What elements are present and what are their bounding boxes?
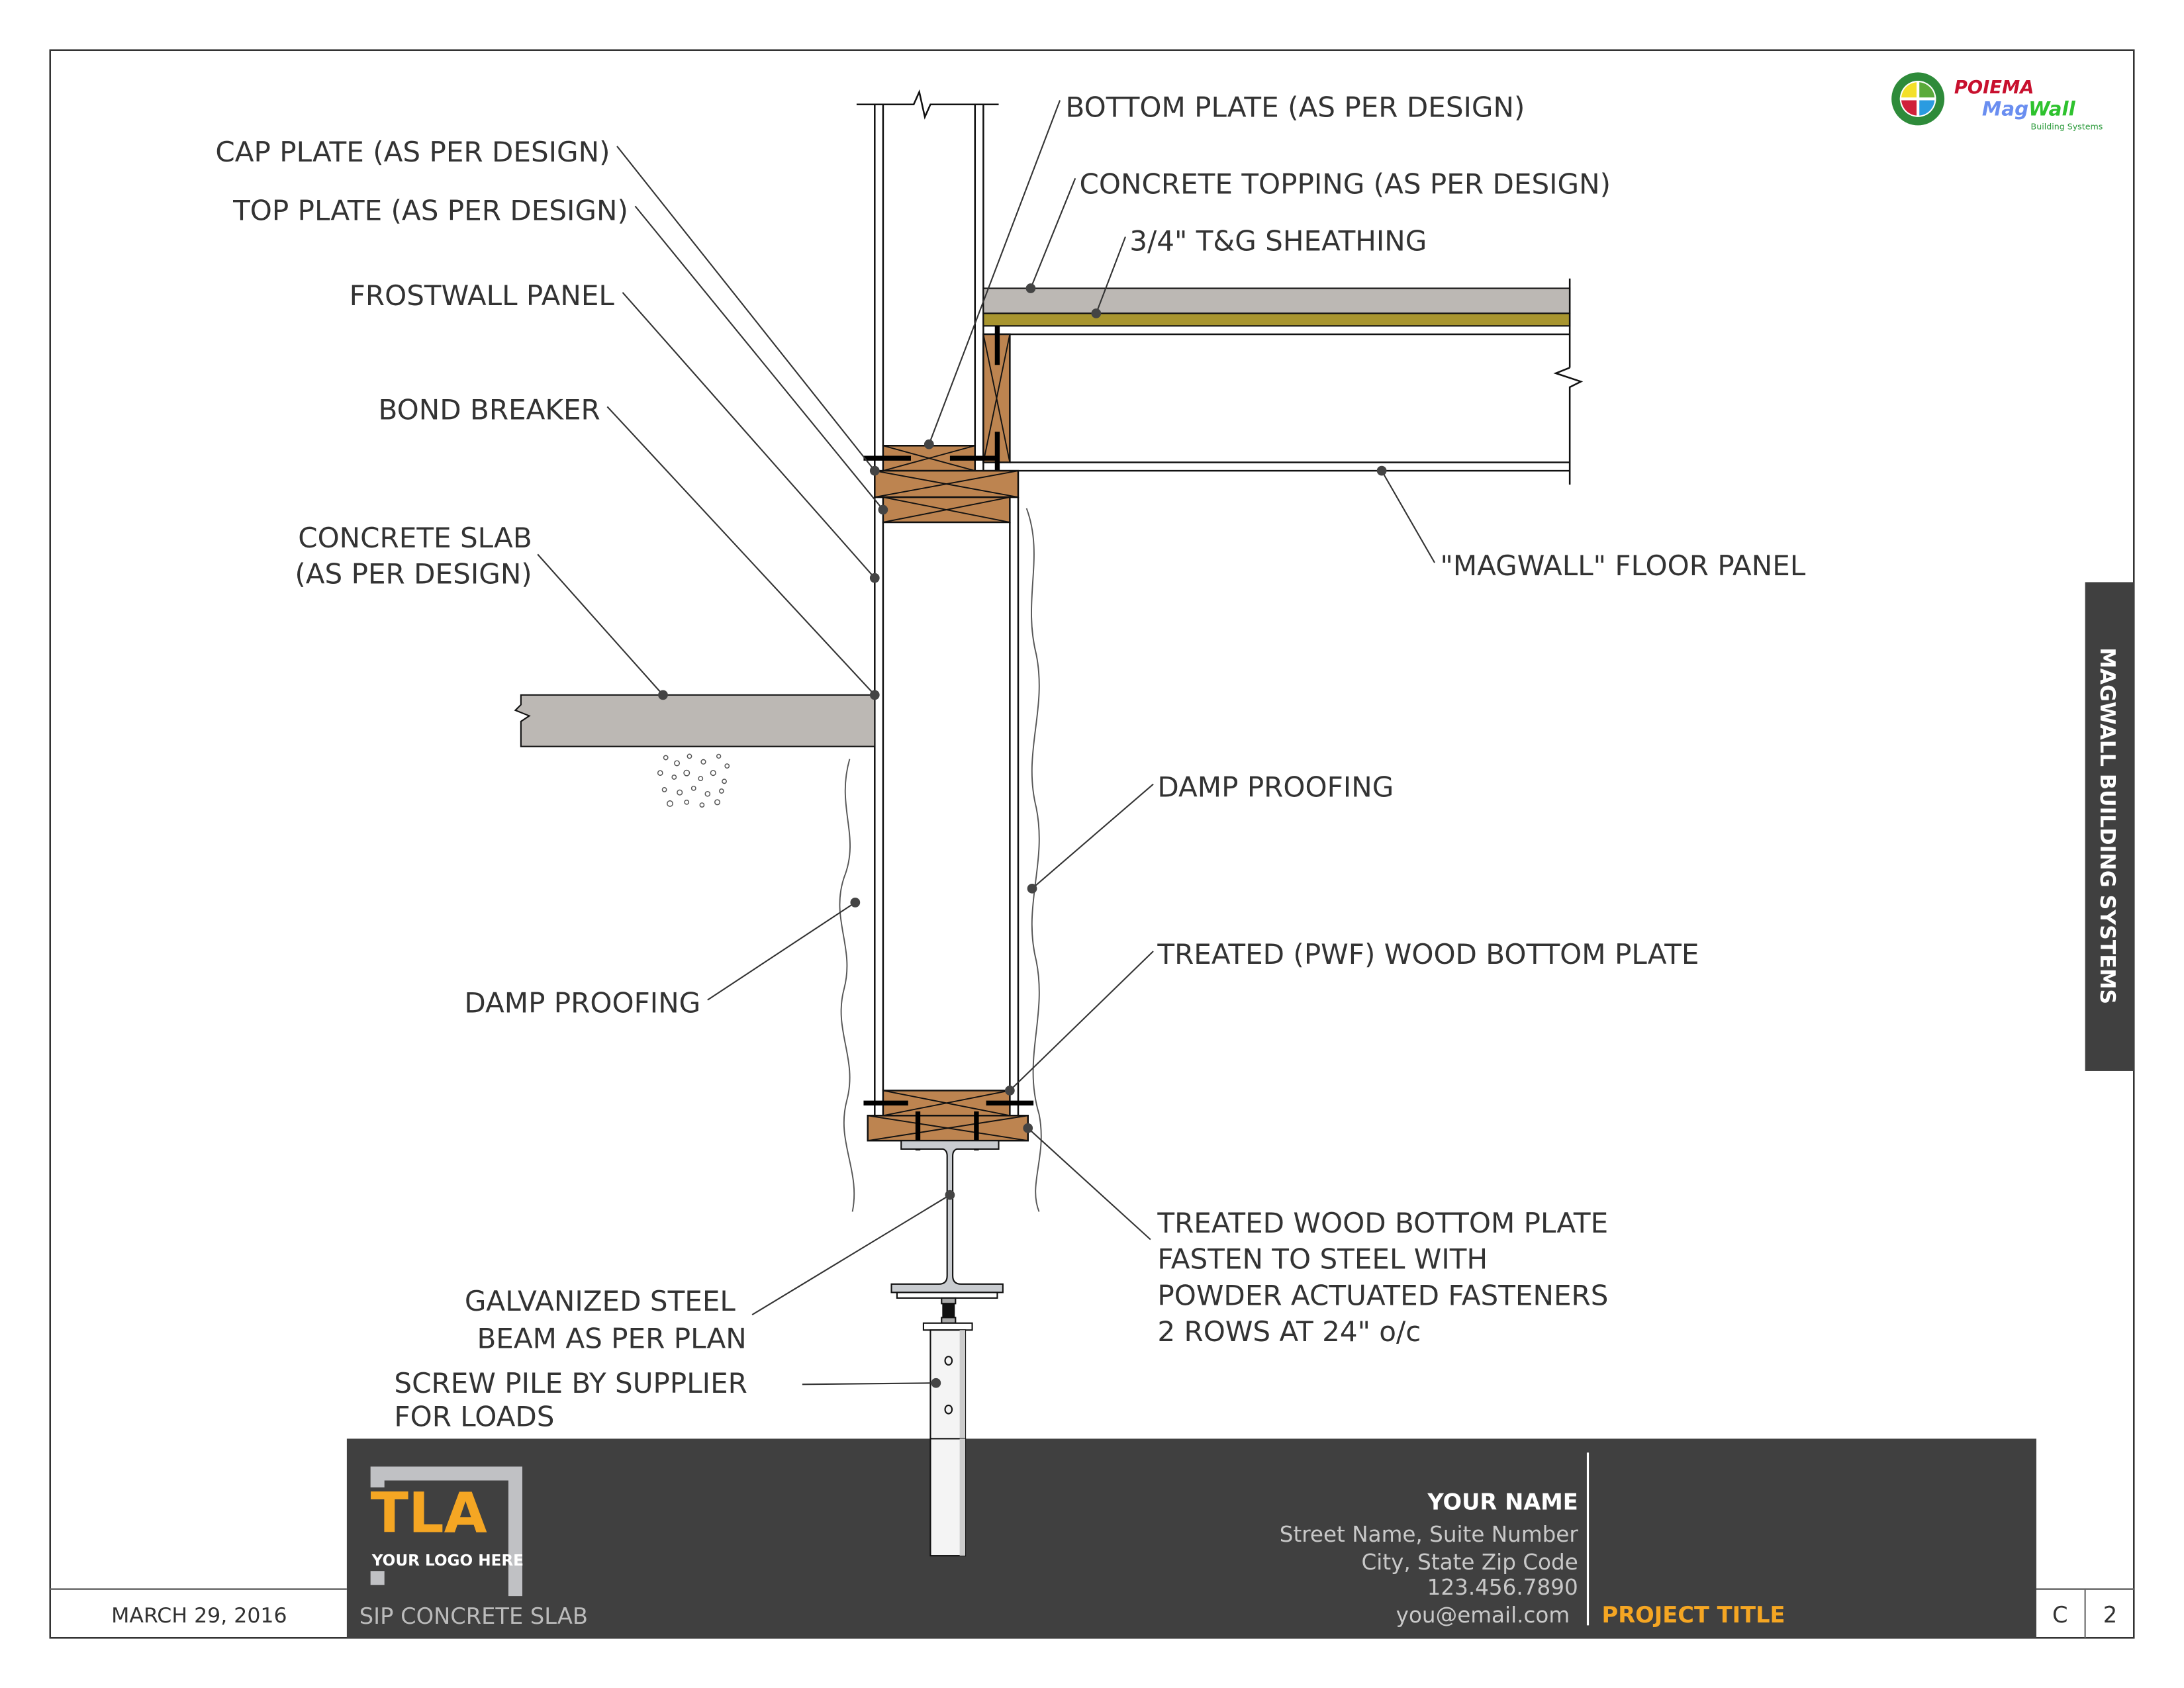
logo-frame [370,1466,522,1597]
upper-wall [856,89,999,471]
label-screw-pile: SCREW PILE BY SUPPLIER [394,1367,747,1399]
concrete-slab [514,694,876,808]
brand-building-systems: Building Systems [2031,122,2103,132]
label-concrete-slab: CONCRETE SLAB [298,522,532,554]
label-frostwall-panel: FROSTWALL PANEL [350,279,615,312]
sheet-number: 2 [2103,1602,2117,1628]
label-sheathing: 3/4" T&G SHEATHING [1129,225,1427,258]
project-title: PROJECT TITLE [1602,1602,1785,1628]
street: Street Name, Suite Number [1280,1522,1579,1547]
label-screw-pile-2: FOR LOADS [394,1400,554,1432]
brand-magwall: MagWall [1982,98,2076,120]
label-cap-plate: CAP PLATE (AS PER DESIGN) [215,136,610,168]
drawing-title: SIP CONCRETE SLAB [359,1603,588,1629]
label-concrete-topping: CONCRETE TOPPING (AS PER DESIGN) [1080,167,1611,200]
title-block: MARCH 29, 2016 TLA YOUR LOGO HERE SIP CO… [50,1438,2134,1638]
sheet-letter: C [2052,1602,2068,1628]
phone: 123.456.7890 [1427,1575,1578,1600]
label-bottom-plate: BOTTOM PLATE (AS PER DESIGN) [1066,91,1525,124]
frostwall-panel [874,497,1020,1116]
concrete-topping [982,287,1571,314]
label-concrete-slab-2: (AS PER DESIGN) [295,558,532,590]
label-bond-breaker: BOND BREAKER [379,393,600,426]
your-name: YOUR NAME [1427,1489,1578,1515]
label-pwf-plate: TREATED (PWF) WOOD BOTTOM PLATE [1157,938,1699,970]
label-treated-plate-1: TREATED WOOD BOTTOM PLATE [1157,1207,1608,1239]
sheathing [982,312,1571,327]
top-plates [863,445,1020,524]
label-floor-panel: "MAGWALL" FLOOR PANEL [1440,549,1805,582]
left-callouts: CAP PLATE (AS PER DESIGN) TOP PLATE (AS … [215,136,955,1432]
damp-proofing-right [1025,508,1042,1212]
brand-poiema: POIEMA [1954,77,2034,98]
bottom-plates [863,1090,1034,1150]
floor-assembly [982,278,1584,485]
email: you@email.com [1396,1603,1570,1628]
label-galvanized-beam: GALVANIZED STEEL [465,1285,736,1317]
label-treated-plate-4: 2 ROWS AT 24" o/c [1157,1315,1421,1348]
city: City, State Zip Code [1361,1550,1578,1575]
label-treated-plate-3: POWDER ACTUATED FASTENERS [1157,1279,1608,1311]
damp-proofing-left [839,759,855,1212]
label-galvanized-beam-2: BEAM AS PER PLAN [477,1323,746,1355]
side-tab-label: MAGWALL BUILDING SYSTEMS [2095,647,2119,1004]
right-callouts: BOTTOM PLATE (AS PER DESIGN) CONCRETE TO… [924,91,1806,1348]
logo-subtitle: YOUR LOGO HERE [371,1552,524,1570]
date: MARCH 29, 2016 [111,1604,287,1628]
label-top-plate: TOP PLATE (AS PER DESIGN) [232,194,628,226]
poiema-magwall-logo: POIEMA MagWall Building Systems [1891,72,2103,132]
label-damp-proofing-left: DAMP PROOFING [464,987,700,1019]
label-damp-proofing-right: DAMP PROOFING [1157,771,1394,803]
label-treated-plate-2: FASTEN TO STEEL WITH [1157,1243,1488,1276]
steel-beam [890,1140,1004,1331]
side-tab: MAGWALL BUILDING SYSTEMS [2085,582,2134,1071]
logo-tla: TLA [371,1480,487,1545]
